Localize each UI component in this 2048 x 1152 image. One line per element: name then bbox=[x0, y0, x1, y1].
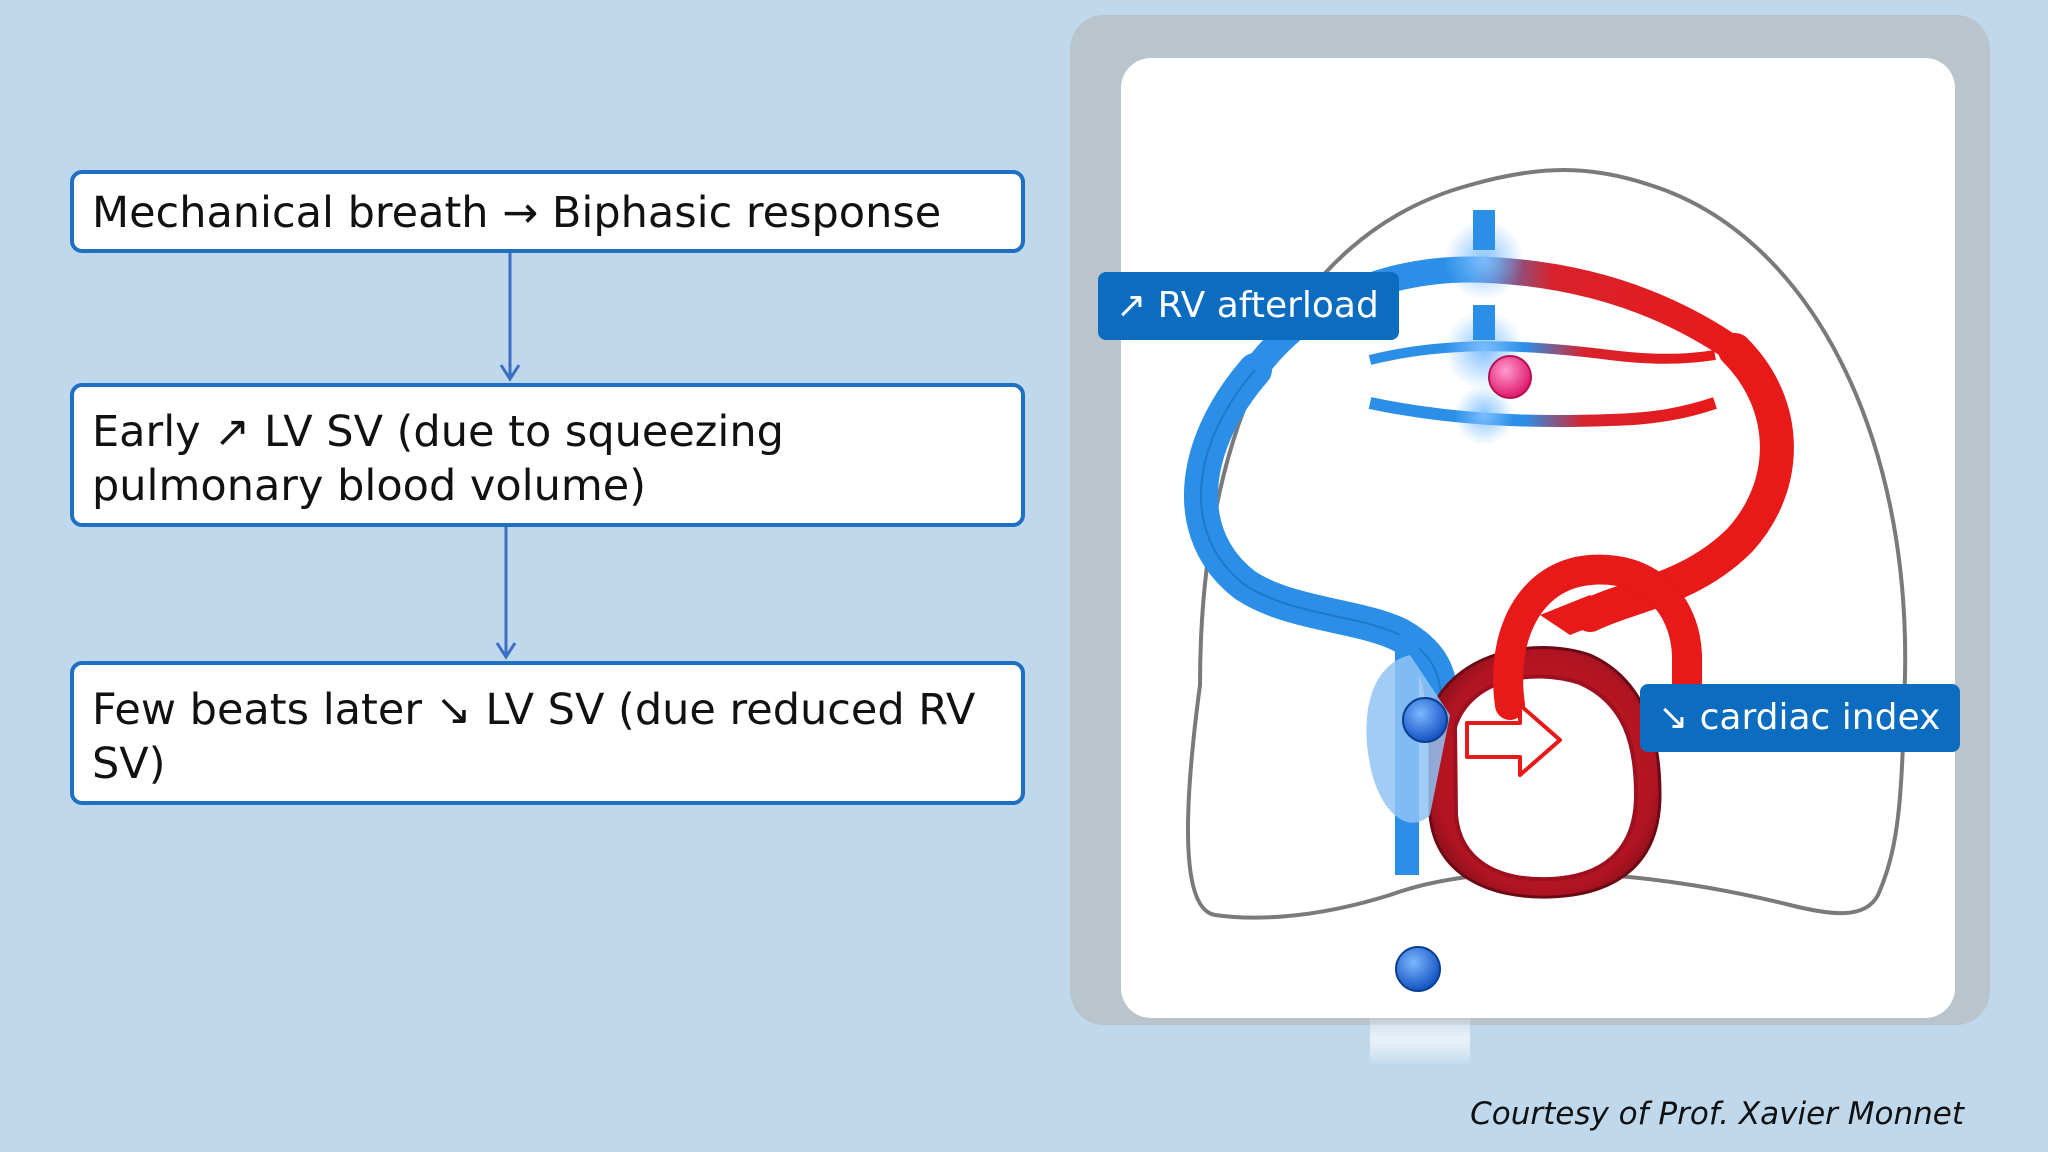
lower-glow bbox=[1370, 1015, 1470, 1065]
flow-box-2-text: Early ↗ LV SV (due to squeezing pulmonar… bbox=[92, 407, 784, 511]
aorta bbox=[1493, 554, 1702, 720]
blood-cell-lower bbox=[1395, 946, 1441, 992]
flow-box-few-beats-later: Few beats later ↘ LV SV (due reduced RV … bbox=[70, 661, 1025, 805]
valve-glow-lower bbox=[1454, 385, 1514, 445]
heart-right-ventricle bbox=[1366, 655, 1450, 823]
flow-box-early-lv-sv: Early ↗ LV SV (due to squeezing pulmonar… bbox=[70, 383, 1025, 527]
valve-stem-top bbox=[1473, 210, 1495, 250]
pulmonary-capillary-upper bbox=[1368, 341, 1716, 365]
pulmonary-vein-right-loop bbox=[1573, 333, 1794, 632]
valve-glow-top bbox=[1444, 220, 1524, 300]
cardiac-index-text: ↘ cardiac index bbox=[1658, 697, 1941, 738]
flow-arrow-1 bbox=[499, 253, 521, 382]
blood-cell-oxygenated bbox=[1488, 355, 1532, 399]
aorta-branch bbox=[1540, 595, 1620, 635]
valve-stem-middle bbox=[1473, 305, 1495, 340]
pulmonary-capillary-lower bbox=[1368, 397, 1717, 428]
flow-box-3-text: Few beats later ↘ LV SV (due reduced RV … bbox=[92, 685, 976, 789]
flow-box-mechanical-breath: Mechanical breath → Biphasic response bbox=[70, 170, 1025, 253]
blood-cell-ventricle bbox=[1402, 697, 1448, 743]
heart-ventricle-wall bbox=[1452, 674, 1639, 882]
flow-arrow-2 bbox=[495, 527, 517, 660]
circulation-diagram bbox=[1183, 168, 1908, 1065]
cardiac-index-badge: ↘ cardiac index bbox=[1640, 684, 1961, 752]
thorax-outline bbox=[1186, 168, 1908, 920]
credit-caption: Courtesy of Prof. Xavier Monnet bbox=[1470, 1096, 1964, 1132]
pulmonary-artery-left-loop-edge bbox=[1199, 369, 1443, 706]
pulmonary-artery-left-loop bbox=[1183, 353, 1459, 722]
flow-box-1-text: Mechanical breath → Biphasic response bbox=[92, 188, 942, 238]
rv-afterload-badge: ↗ RV afterload bbox=[1098, 272, 1399, 340]
flow-direction-arrow bbox=[1465, 703, 1562, 777]
rv-afterload-text: ↗ RV afterload bbox=[1116, 285, 1379, 326]
